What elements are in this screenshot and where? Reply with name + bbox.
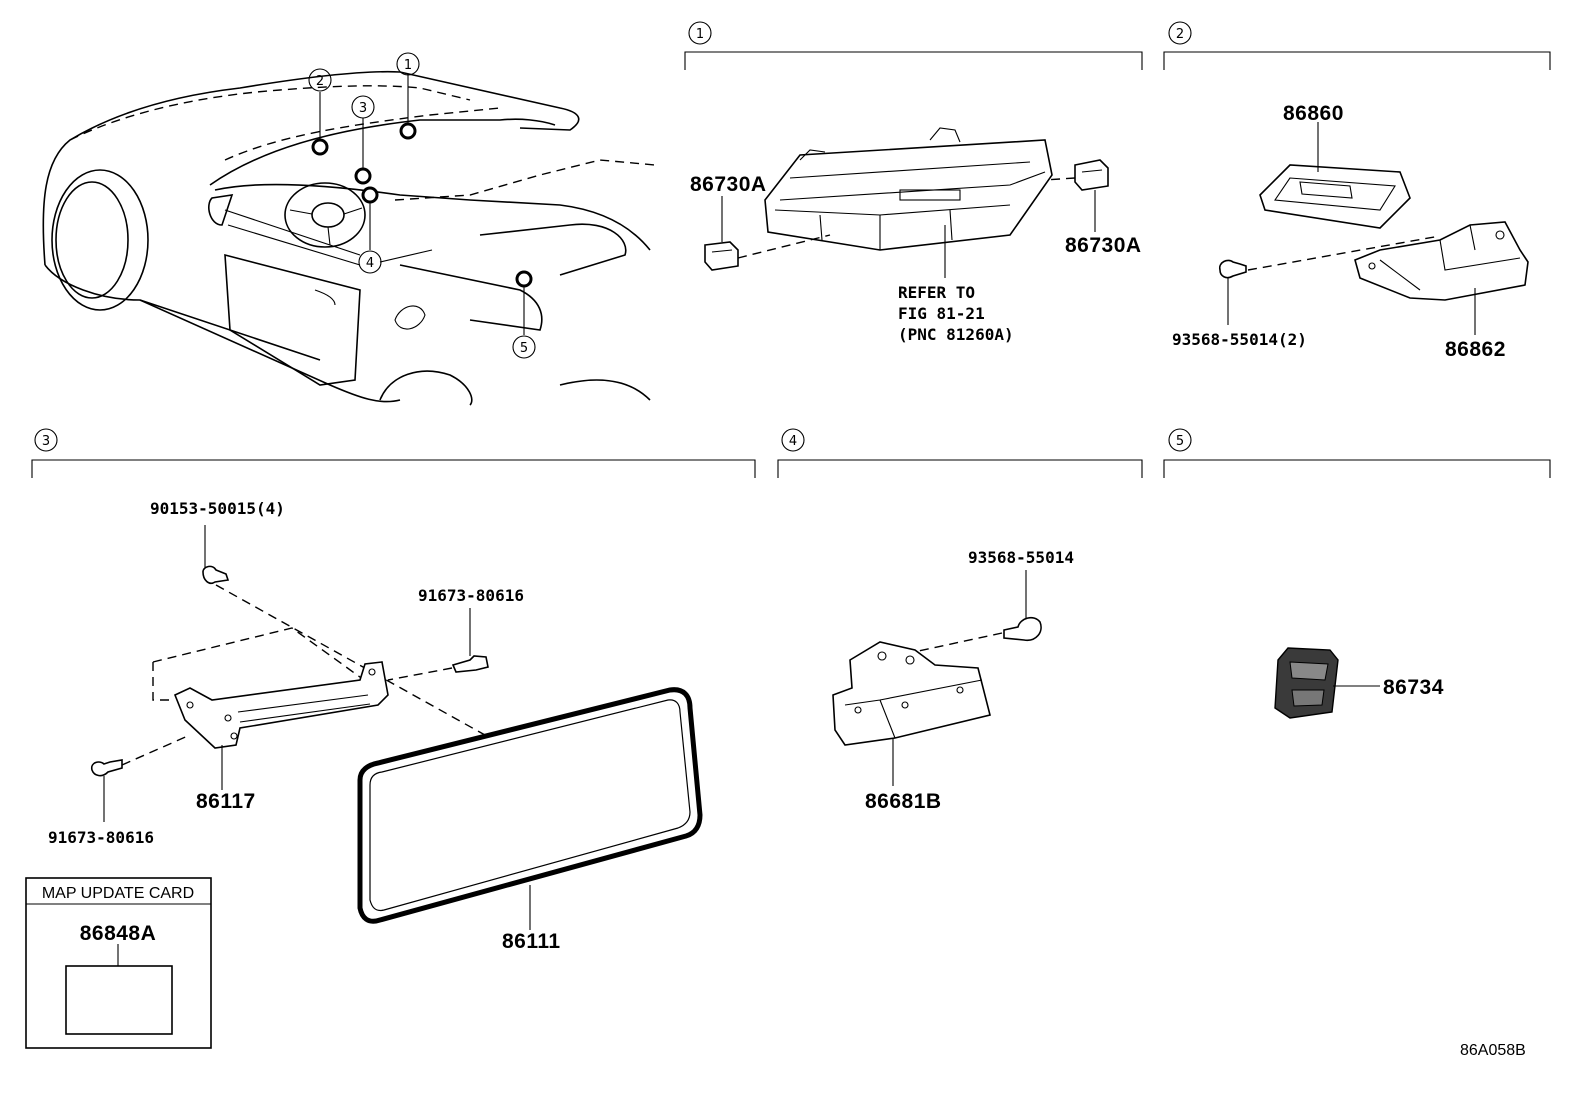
bolt-91673-80616-left	[90, 759, 123, 777]
section-number-3: 3	[42, 434, 50, 449]
part-86111: 86111	[502, 930, 561, 953]
refer-line-1: REFER TO	[898, 283, 975, 302]
module-86734	[1274, 647, 1339, 719]
part-86681B: 86681B	[865, 790, 942, 813]
locator-4	[361, 186, 379, 204]
section-2-parts: 86860 86862 93568-55014(2)	[1172, 102, 1529, 361]
locator-2	[311, 138, 329, 156]
part-93568-55014-2: 93568-55014(2)	[1172, 330, 1307, 349]
vehicle-callout-2: 2	[316, 74, 324, 89]
bracket-86862	[1354, 221, 1529, 301]
vehicle-callout-3: 3	[359, 101, 367, 116]
part-86862: 86862	[1445, 338, 1506, 361]
section-header-1: 1	[684, 21, 1143, 70]
part-86730A-right: 86730A	[1065, 234, 1142, 257]
part-91673-80616-left: 91673-80616	[48, 828, 154, 847]
locator-3	[354, 167, 372, 185]
screw-90153-50015	[202, 565, 230, 585]
section-4-parts: 93568-55014 86681B	[832, 548, 1074, 813]
section-number-1: 1	[696, 27, 704, 42]
bracket-86117	[173, 661, 389, 749]
part-93568-55014: 93568-55014	[968, 548, 1074, 567]
connector-right	[1074, 159, 1109, 191]
bolt-91673-80616-right	[451, 655, 489, 673]
section-header-5: 5	[1163, 428, 1551, 478]
section-3-parts: 90153-50015(4) 86117 91673-80616 91673-8…	[48, 499, 703, 953]
vehicle-callout-5: 5	[520, 341, 528, 356]
locator-1	[399, 122, 417, 140]
part-91673-80616-right: 91673-80616	[418, 586, 524, 605]
refer-line-3: (PNC 81260A)	[898, 325, 1014, 344]
connector-left	[704, 241, 739, 271]
section-number-2: 2	[1176, 27, 1184, 42]
section-header-3: 3	[31, 428, 756, 478]
vehicle-callout-4: 4	[366, 256, 374, 271]
bolt-93568-55014	[1003, 616, 1042, 642]
part-86117: 86117	[196, 790, 256, 813]
bolt-93568-55014-x2	[1218, 259, 1247, 279]
vehicle-overview: 1 2 3 4 5	[42, 52, 656, 406]
part-86730A-left: 86730A	[690, 173, 767, 196]
part-90153-50015-4: 90153-50015(4)	[150, 499, 285, 518]
section-number-4: 4	[789, 434, 797, 449]
section-number-5: 5	[1176, 434, 1184, 449]
refer-line-2: FIG 81-21	[898, 304, 985, 323]
vehicle-callout-1: 1	[404, 58, 412, 73]
part-86734: 86734	[1383, 676, 1444, 699]
display-86111	[357, 687, 703, 924]
part-86860: 86860	[1283, 102, 1344, 125]
figure-code: 86A058B	[1460, 1042, 1526, 1059]
map-card-shape	[65, 965, 173, 1035]
map-update-card-box: MAP UPDATE CARD 86848A	[25, 877, 212, 1049]
section-header-2: 2	[1163, 21, 1551, 70]
part-86848A: 86848A	[80, 922, 157, 945]
section-1-parts: 86730A 86730A REFER TO FIG 81-21 (PNC 81…	[690, 127, 1142, 344]
overhead-console-unit	[764, 139, 1053, 251]
locator-5	[515, 270, 533, 288]
map-card-title: MAP UPDATE CARD	[42, 885, 194, 902]
section-5-parts: 86734	[1274, 647, 1444, 719]
section-header-4: 4	[777, 428, 1143, 478]
